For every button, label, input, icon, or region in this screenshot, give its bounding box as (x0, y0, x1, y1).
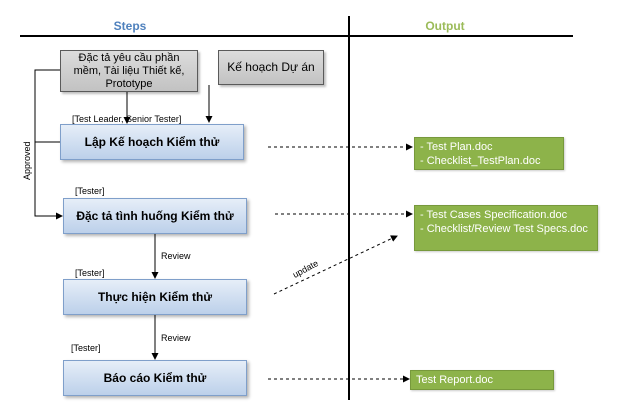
output-test-cases: - Test Cases Specification.doc - Checkli… (414, 205, 598, 251)
step-1-role: [Test Leader, Senior Tester] (72, 114, 182, 124)
step-2-role: [Tester] (75, 186, 105, 196)
output-test-plan: - Test Plan.doc - Checklist_TestPlan.doc (414, 137, 564, 170)
review-label-2: Review (161, 333, 191, 343)
step-test-execution: Thực hiện Kiểm thử (63, 279, 247, 315)
output-line: - Test Cases Specification.doc (420, 209, 568, 221)
output-test-report: Test Report.doc (410, 370, 554, 390)
connector-approved-loop (34, 69, 63, 220)
output-header: Output (425, 19, 465, 33)
step-test-report: Báo cáo Kiểm thử (63, 360, 247, 396)
review-label-1: Review (161, 251, 191, 261)
step-4-role: [Tester] (71, 343, 101, 353)
output-line: - Test Plan.doc (420, 141, 493, 153)
dashed-exec-update (273, 235, 398, 295)
step-3-role: [Tester] (75, 268, 105, 278)
output-line: - Checklist/Review Test Specs.doc (420, 223, 588, 235)
approved-label: Approved (22, 141, 32, 180)
output-line: Test Report.doc (416, 374, 494, 386)
step-test-case-spec: Đặc tả tình huống Kiểm thử (63, 198, 247, 234)
output-line: - Checklist_TestPlan.doc (420, 155, 541, 167)
input-requirements-box: Đặc tả yêu cầu phần mềm, Tài liệu Thiết … (60, 50, 198, 92)
input-project-plan-box: Kế hoạch Dự án (218, 50, 324, 85)
step-test-planning: Lập Kế hoạch Kiểm thử (60, 124, 244, 160)
steps-header: Steps (113, 19, 147, 33)
